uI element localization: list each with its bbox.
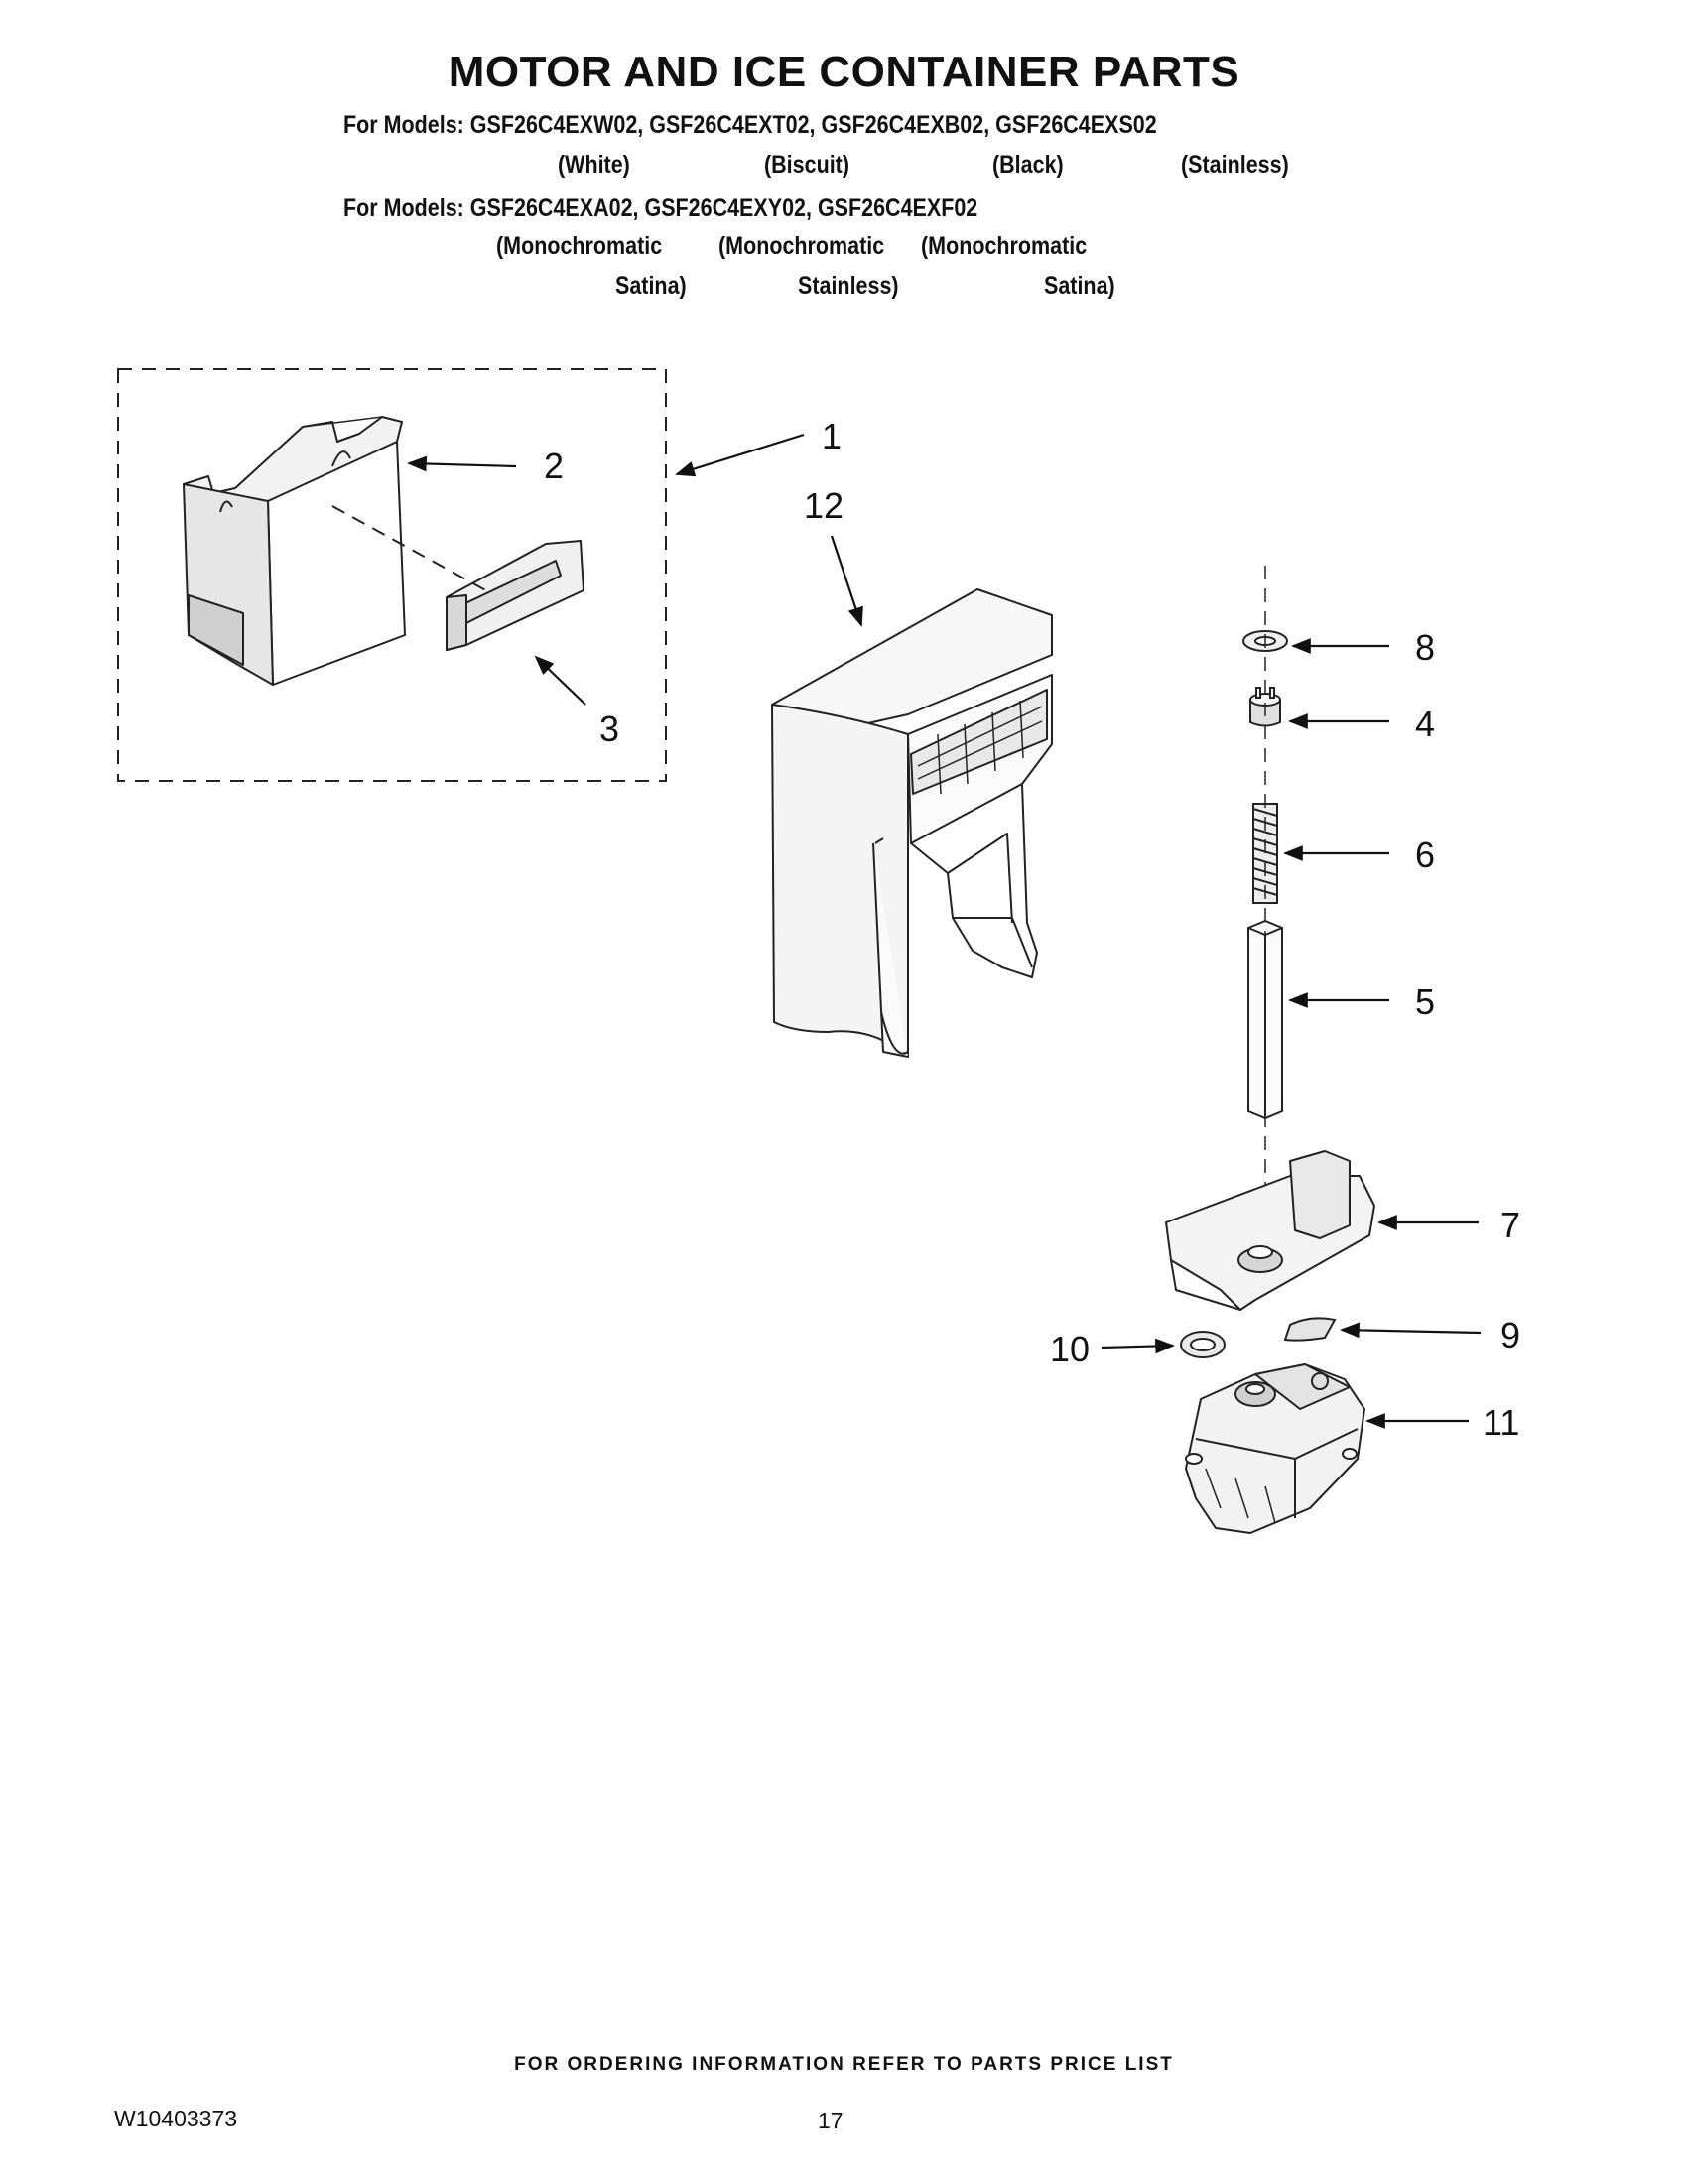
- callout-12: 12: [804, 485, 844, 526]
- leader-arrow-3: [534, 655, 586, 706]
- callout-3: 3: [599, 708, 619, 749]
- leader-arrow-9: [1340, 1322, 1482, 1339]
- leader-arrow-12: [830, 535, 863, 627]
- callout-4: 4: [1415, 704, 1435, 744]
- color-mono-1b: Satina): [615, 272, 687, 300]
- callout-10: 10: [1050, 1329, 1090, 1369]
- motor-part: [1185, 1363, 1365, 1534]
- gasket-strip-part: [1283, 1317, 1337, 1342]
- dispenser-housing-part: [771, 588, 1053, 1058]
- callout-7: 7: [1500, 1205, 1520, 1245]
- color-mono-3b: Satina): [1044, 272, 1115, 300]
- hex-shaft-part: [1247, 919, 1283, 1120]
- callout-9: 9: [1500, 1315, 1520, 1355]
- callout-5: 5: [1415, 981, 1435, 1022]
- leader-arrows: [407, 433, 1482, 1429]
- models-line-1: For Models: GSF26C4EXW02, GSF26C4EXT02, …: [343, 111, 1157, 139]
- callout-1: 1: [822, 416, 842, 456]
- ice-container-part: [183, 416, 406, 686]
- leader-arrow-2: [407, 455, 517, 472]
- callout-6: 6: [1415, 835, 1435, 875]
- motor-bracket-part: [1165, 1150, 1375, 1311]
- assembly-leader-line: [331, 505, 492, 594]
- color-black: (Black): [992, 151, 1064, 179]
- page-title: MOTOR AND ICE CONTAINER PARTS: [448, 48, 1240, 96]
- container-bracket-part: [446, 540, 584, 651]
- callout-8: 8: [1415, 627, 1435, 668]
- page-number: 17: [818, 2108, 844, 2133]
- callout-2: 2: [544, 446, 564, 486]
- ordering-note: FOR ORDERING INFORMATION REFER TO PARTS …: [514, 2054, 1174, 2075]
- color-mono-2b: Stainless): [798, 272, 899, 300]
- color-mono-1a: (Monochromatic: [496, 232, 663, 260]
- color-white: (White): [558, 151, 630, 179]
- color-mono-2a: (Monochromatic: [718, 232, 885, 260]
- callout-11: 11: [1483, 1402, 1519, 1443]
- color-biscuit: (Biscuit): [764, 151, 849, 179]
- washer-part: [1180, 1331, 1226, 1358]
- color-mono-3a: (Monochromatic: [921, 232, 1088, 260]
- document-number: W10403373: [114, 2106, 238, 2131]
- leader-arrow-10: [1101, 1338, 1175, 1354]
- assembly-outline: [117, 368, 667, 782]
- models-line-2: For Models: GSF26C4EXA02, GSF26C4EXY02, …: [343, 194, 978, 222]
- leader-arrow-1: [675, 433, 805, 477]
- color-stainless: (Stainless): [1181, 151, 1289, 179]
